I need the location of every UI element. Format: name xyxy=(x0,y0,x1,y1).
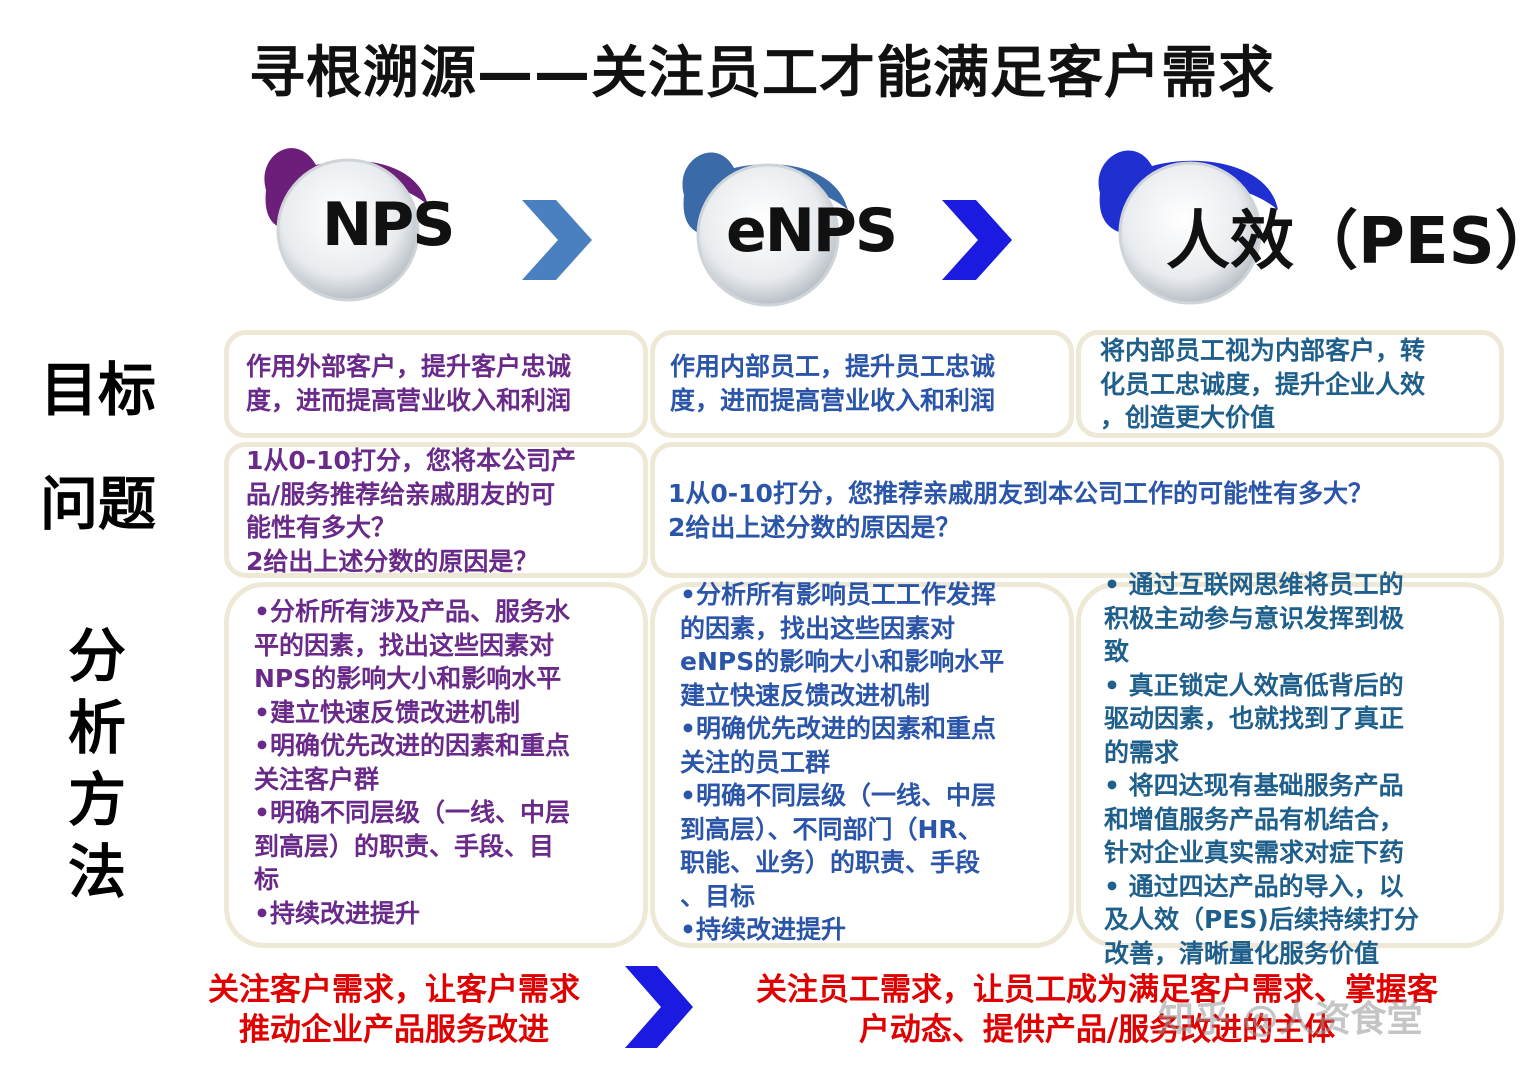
analysis-text-enps: •分析所有影响员工工作发挥 的因素，找出这些因素对 eNPS的影响大小和影响水平… xyxy=(680,580,1005,944)
chevron-right-icon xyxy=(942,200,1012,280)
row-label-goal: 目标 xyxy=(40,356,157,424)
goal-text-enps: 作用内部员工，提升员工忠诚 度，进而提高营业收入和利润 xyxy=(670,352,996,415)
stage-label-nps: NPS xyxy=(322,190,455,260)
goal-box-pes xyxy=(1076,330,1504,438)
watermark: 知乎 @人资食堂 xyxy=(1158,999,1423,1040)
analysis-text-nps: •分析所有涉及产品、服务水 平的因素，找出这些因素对 NPS的影响大小和影响水平… xyxy=(254,597,570,928)
analysis-box-nps xyxy=(224,582,648,948)
stage-orb-pes xyxy=(1094,138,1278,308)
row-label-analysis-char: 法 xyxy=(67,838,126,906)
row-label-analysis-char: 分 xyxy=(67,622,126,690)
row-label-analysis-char: 方 xyxy=(67,766,126,834)
question-text-nps: 1从0-10打分，您将本公司产 品/服务推荐给亲戚朋友的可 能性有多大？ 2给出… xyxy=(246,446,576,576)
stage-orb-nps xyxy=(256,135,428,305)
analysis-box-enps xyxy=(650,582,1074,948)
question-text-enps: 1从0-10打分，您推荐亲戚朋友到本公司工作的可能性有多大？ 2给出上述分数的原… xyxy=(668,479,1373,542)
stage-orb-enps xyxy=(676,140,848,310)
stage-label-enps: eNPS xyxy=(726,196,898,266)
question-box-enps xyxy=(650,442,1504,578)
row-label-analysis: 分 析 方 法 xyxy=(62,620,132,908)
goal-box-enps xyxy=(650,330,1074,438)
analysis-box-pes xyxy=(1076,582,1504,948)
goal-box-nps xyxy=(224,330,648,438)
row-label-analysis-char: 析 xyxy=(67,694,126,762)
row-label-question: 问题 xyxy=(40,470,157,538)
page-title: 寻根溯源——关注员工才能满足客户需求 xyxy=(249,41,1275,106)
goal-text-nps: 作用外部客户，提升客户忠诚 度，进而提高营业收入和利润 xyxy=(246,352,572,415)
stage-label-pes: 人效（PES） xyxy=(1166,205,1524,279)
bottom-text-right: 关注员工需求，让员工成为满足客户需求、掌握客 户动态、提供产品/服务改进的主体 xyxy=(756,972,1438,1048)
analysis-text-pes: • 通过互联网思维将员工的 积极主动参与意识发挥到极 致 • 真正锁定人效高低背… xyxy=(1104,570,1419,968)
chevron-right-icon xyxy=(522,200,592,280)
chevron-right-icon xyxy=(625,966,693,1048)
question-box-nps xyxy=(224,442,648,578)
bottom-text-left: 关注客户需求，让客户需求 推动企业产品服务改进 xyxy=(208,972,580,1048)
goal-text-pes: 将内部员工视为内部客户，转 化员工忠诚度，提升企业人效 ，创造更大价值 xyxy=(1100,336,1426,432)
